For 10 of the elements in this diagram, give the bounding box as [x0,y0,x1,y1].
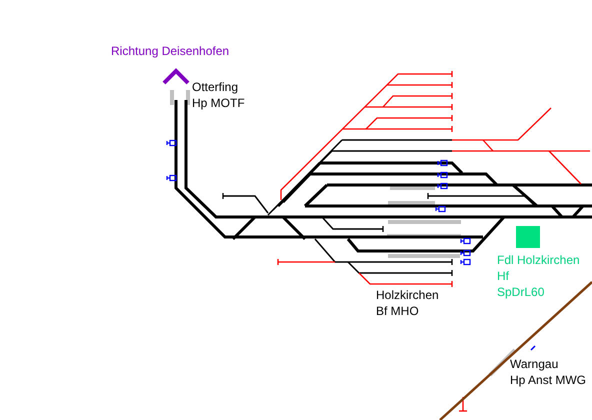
signal-box-name: Fdl Holzkirchen [497,253,580,267]
station-code: Hp Anst MWG [510,373,586,387]
station-code: Hp MOTF [192,96,245,110]
station-name: Warngau [510,357,558,371]
signal-box-type: SpDrL60 [497,285,544,299]
station-name: Holzkirchen [376,288,439,302]
station-code: Bf MHO [376,304,419,318]
direction-label: Richtung Deisenhofen [111,44,230,58]
signal-box-type: Hf [497,269,509,283]
station-name: Otterfing [192,80,238,94]
